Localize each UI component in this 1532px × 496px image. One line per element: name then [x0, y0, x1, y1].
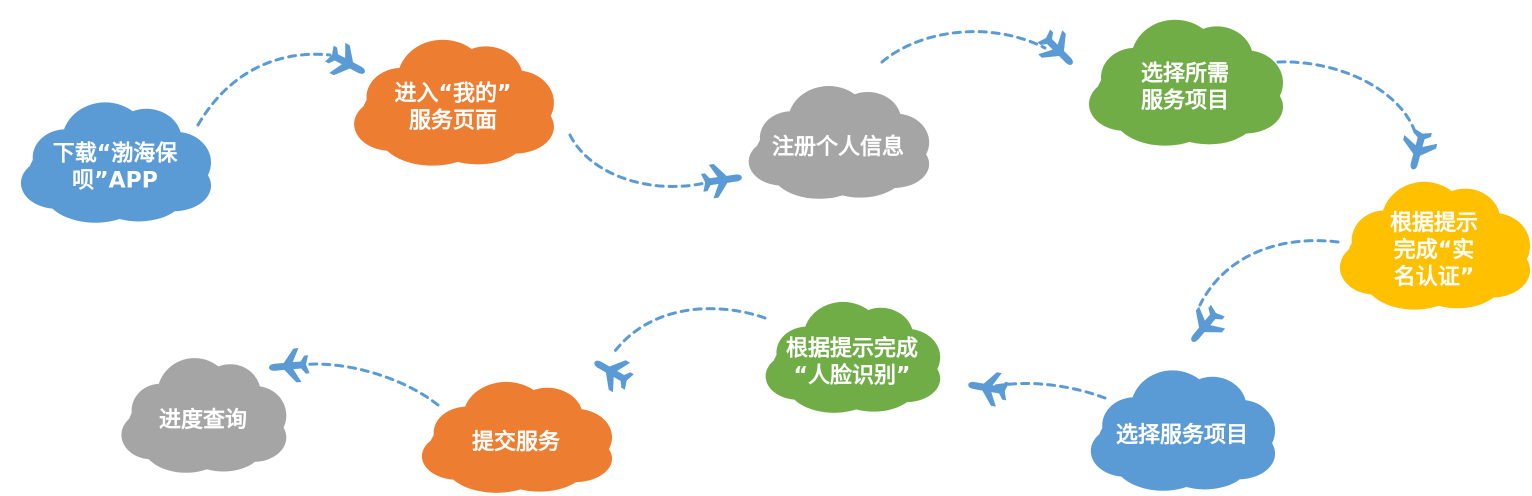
connector-arrow-7: [610, 307, 767, 357]
step-9-label: 进度查询: [159, 407, 247, 433]
step-2-label: 进入“我的”: [395, 81, 512, 107]
step-2-cloud: 进入“我的”服务页面: [354, 39, 554, 166]
step-4-label: 服务项目: [1141, 89, 1229, 114]
step-6-cloud: 选择服务项目: [1090, 370, 1276, 491]
connector-arrow-3: [880, 30, 1047, 64]
step-1-label: 呗”APP: [72, 169, 158, 194]
airplane-icon: [325, 42, 365, 76]
connector-arrow-2: [568, 133, 707, 188]
airplane-icon: [1403, 128, 1438, 170]
airplane-icon: [594, 360, 634, 393]
step-5-label: 根据提示: [1390, 210, 1478, 236]
airplane-icon: [1191, 304, 1226, 342]
step-7-cloud: 根据提示完成“人脸识别”: [765, 301, 941, 413]
step-3-cloud: 注册个人信息: [748, 86, 930, 199]
step-7-label: 根据提示完成: [786, 336, 918, 362]
step-6-label: 选择服务项目: [1116, 422, 1248, 448]
step-2-label: 服务页面: [409, 109, 497, 134]
step-5-label: 名认证”: [1394, 264, 1474, 290]
step-1-label: 下载“渤海保: [53, 141, 178, 167]
step-7-label: “人脸识别”: [794, 363, 911, 389]
step-3-label: 注册个人信息: [772, 134, 904, 160]
step-8-label: 提交服务: [472, 429, 561, 455]
airplane-icon: [269, 348, 310, 383]
airplane-icon: [968, 372, 1010, 407]
connector-arrow-8: [298, 362, 440, 407]
airplane-icon: [700, 164, 742, 199]
step-5-label: 完成“实: [1394, 237, 1474, 263]
step-4-label: 选择所需: [1141, 61, 1229, 87]
step-8-cloud: 提交服务: [421, 381, 613, 493]
connector-arrow-5: [1198, 239, 1340, 307]
connector-arrow-4: [1276, 60, 1417, 134]
airplane-icon: [1037, 29, 1073, 65]
connector-arrow-1: [196, 52, 332, 127]
connector-arrow-6: [993, 381, 1107, 400]
step-9-cloud: 进度查询: [121, 358, 287, 473]
